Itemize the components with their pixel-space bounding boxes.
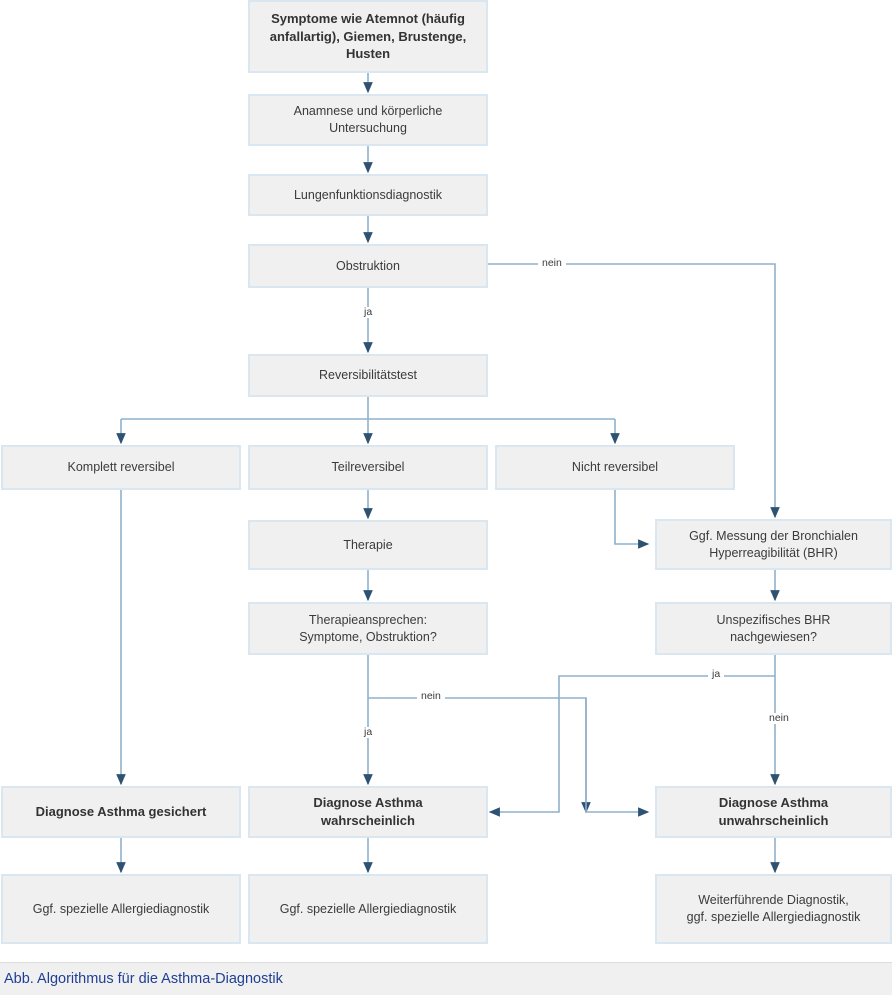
node-teilreversibel[interactable]: Teilreversibel	[248, 445, 488, 490]
figure-caption-text: Abb. Algorithmus für die Asthma-Diagnost…	[4, 971, 283, 987]
node-bhr-nachgewiesen[interactable]: Unspezifisches BHR nachgewiesen?	[655, 602, 892, 655]
node-lungenfunktionsdiagnostik[interactable]: Lungenfunktionsdiagnostik	[248, 174, 488, 216]
edge-nicht-bhr	[614, 490, 650, 549]
node-bhr-messung-label: Ggf. Messung der Bronchialen Hyperreagib…	[689, 528, 858, 560]
node-anamnese-label: Anamnese und körperliche Untersuchung	[293, 104, 443, 135]
node-allergiediagnostik-links-label: Ggf. spezielle Allergiediagnostik	[32, 901, 210, 916]
node-weiterfuehrende-diagnostik-label: Weiterführende Diagnostik, ggf. speziell…	[686, 893, 861, 924]
edge-label-bhr-nein: nein	[765, 713, 793, 724]
edge-label-obstruktion-nein: nein	[538, 258, 566, 269]
node-diagnose-wahrscheinlich-label: Diagnose Asthma wahrscheinlich	[313, 795, 423, 828]
node-obstruktion[interactable]: Obstruktion	[248, 244, 488, 288]
node-weiterfuehrende-diagnostik[interactable]: Weiterführende Diagnostik, ggf. speziell…	[655, 874, 892, 944]
node-teilreversibel-label: Teilreversibel	[331, 460, 405, 475]
node-diagnose-unwahrscheinlich[interactable]: Diagnose Asthma unwahrscheinlich	[655, 786, 892, 838]
node-reversibilitaetstest[interactable]: Reversibilitätstest	[248, 354, 488, 397]
node-therapieansprechen-label: Therapieansprechen: Symptome, Obstruktio…	[299, 612, 437, 644]
edge-label-obstruktion-ja: ja	[360, 307, 377, 318]
edge-label-therapieansprechen-nein: nein	[417, 691, 445, 702]
node-allergiediagnostik-links[interactable]: Ggf. spezielle Allergiediagnostik	[1, 874, 241, 944]
node-obstruktion-label: Obstruktion	[336, 258, 400, 273]
node-komplett-reversibel-label: Komplett reversibel	[67, 460, 175, 475]
node-therapieansprechen[interactable]: Therapieansprechen: Symptome, Obstruktio…	[248, 602, 488, 655]
node-diagnose-gesichert-label: Diagnose Asthma gesichert	[35, 804, 207, 820]
node-anamnese[interactable]: Anamnese und körperliche Untersuchung	[248, 94, 488, 146]
node-reversibilitaetstest-label: Reversibilitätstest	[319, 368, 417, 383]
node-allergiediagnostik-mitte-label: Ggf. spezielle Allergiediagnostik	[279, 901, 457, 916]
edge-nein-to-unwahrscheinlich	[585, 698, 650, 817]
node-nicht-reversibel[interactable]: Nicht reversibel	[495, 445, 735, 490]
node-bhr-nachgewiesen-label: Unspezifisches BHR nachgewiesen?	[716, 612, 831, 644]
node-komplett-reversibel[interactable]: Komplett reversibel	[1, 445, 241, 490]
node-bhr-messung[interactable]: Ggf. Messung der Bronchialen Hyperreagib…	[655, 519, 892, 570]
node-diagnose-unwahrscheinlich-label: Diagnose Asthma unwahrscheinlich	[718, 795, 829, 828]
node-nicht-reversibel-label: Nicht reversibel	[571, 460, 659, 475]
figure-caption-bar: Abb. Algorithmus für die Asthma-Diagnost…	[0, 962, 892, 995]
node-symptome-label: Symptome wie Atemnot (häufig anfallartig…	[269, 11, 467, 62]
node-symptome[interactable]: Symptome wie Atemnot (häufig anfallartig…	[248, 0, 488, 73]
node-diagnose-gesichert[interactable]: Diagnose Asthma gesichert	[1, 786, 241, 838]
node-therapie[interactable]: Therapie	[248, 520, 488, 570]
node-therapie-label: Therapie	[343, 537, 393, 552]
node-diagnose-wahrscheinlich[interactable]: Diagnose Asthma wahrscheinlich	[248, 786, 488, 838]
edge-label-therapieansprechen-ja: ja	[360, 727, 377, 738]
edge-label-bhr-ja: ja	[708, 669, 725, 680]
node-lungenfunktionsdiagnostik-label: Lungenfunktionsdiagnostik	[293, 187, 443, 202]
node-allergiediagnostik-mitte[interactable]: Ggf. spezielle Allergiediagnostik	[248, 874, 488, 944]
